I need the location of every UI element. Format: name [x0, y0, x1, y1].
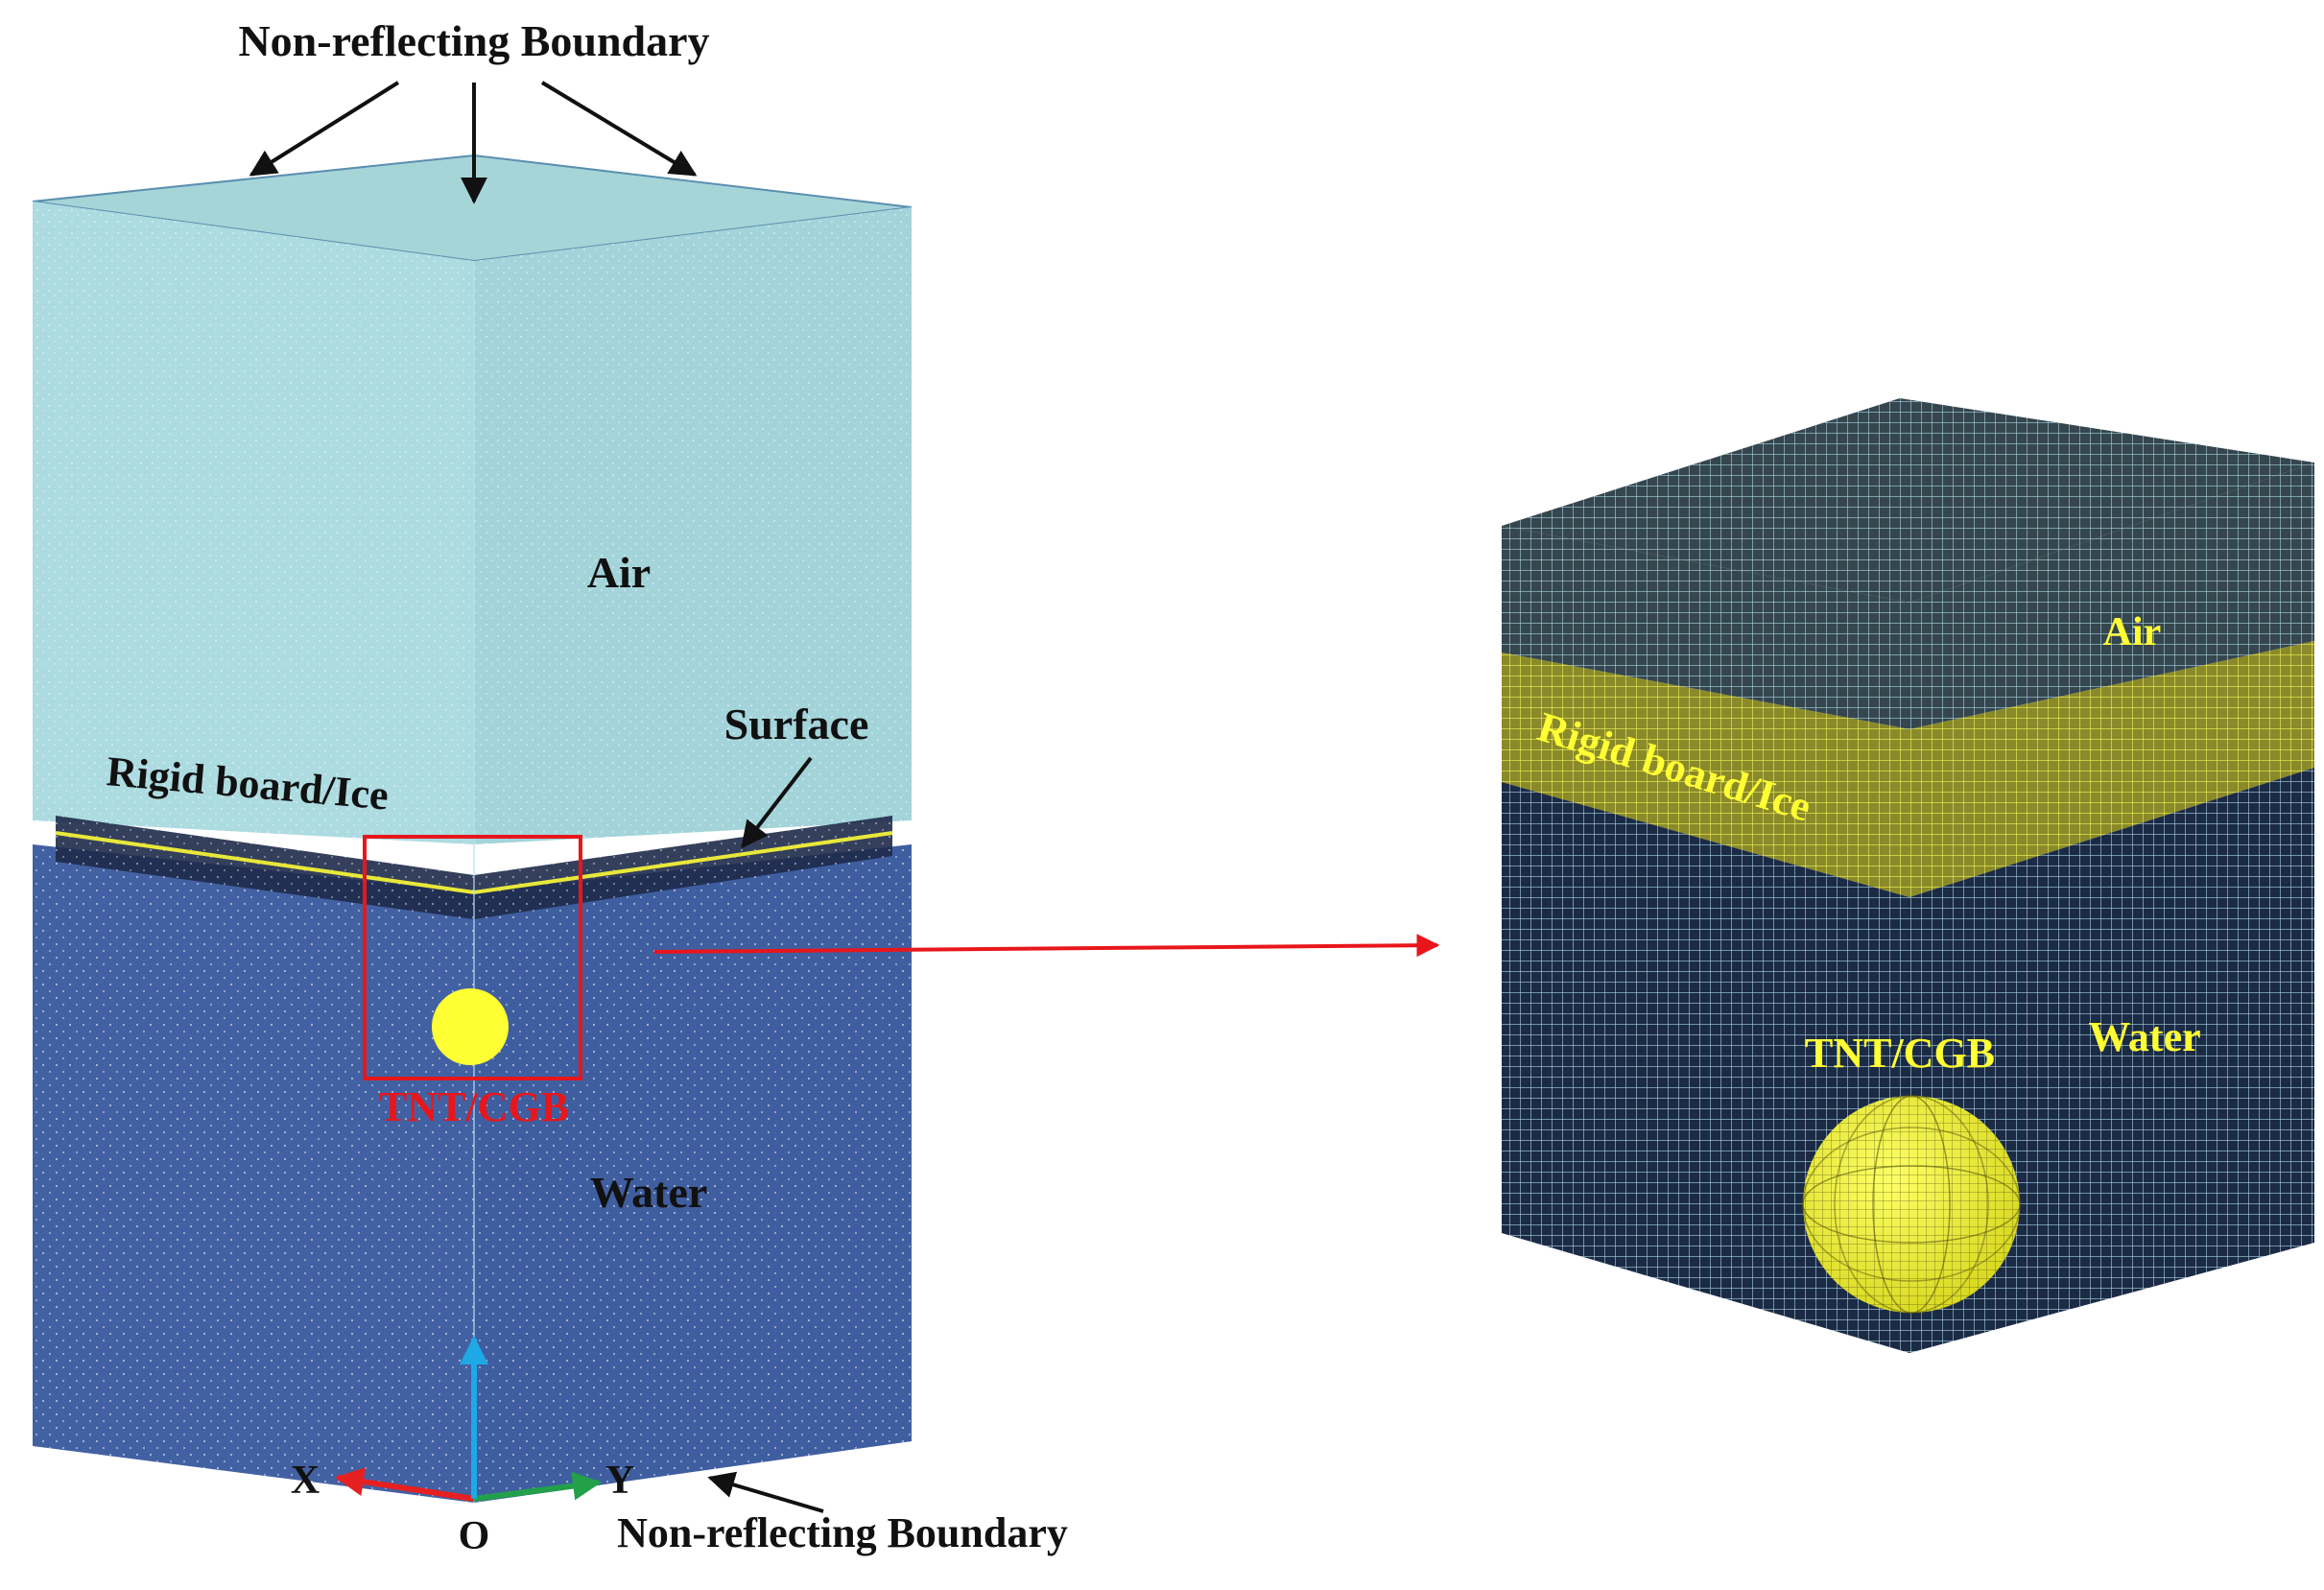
top-boundary-arrows [249, 81, 698, 204]
zoom-connector-arrow [653, 934, 1440, 958]
label-left-air: Air [587, 548, 651, 597]
label-bottom-boundary: Non-reflecting Boundary [617, 1509, 1068, 1556]
label-left-water: Water [590, 1168, 708, 1217]
tnt-charge-sphere [432, 988, 509, 1065]
surface-arrow [741, 756, 813, 849]
coordinate-axes [335, 1336, 602, 1502]
label-right-charge: TNT/CGB [1805, 1030, 1995, 1077]
label-axis-x: X [291, 1459, 320, 1503]
axis-y-arrow [473, 1471, 602, 1502]
axis-x-arrow [335, 1467, 475, 1502]
label-left-charge: TNT/CGB [379, 1083, 569, 1130]
label-axis-y: Y [605, 1459, 634, 1503]
label-top-boundary: Non-reflecting Boundary [238, 16, 709, 65]
label-left-surface: Surface [724, 700, 869, 748]
label-axis-origin: O [459, 1514, 490, 1558]
label-right-air: Air [2103, 610, 2162, 654]
bottom-boundary-arrow [707, 1471, 824, 1513]
label-right-water: Water [2088, 1013, 2200, 1060]
zoom-box [363, 835, 582, 1080]
right-zoom-model [1502, 398, 2314, 1353]
zoom-tnt-sphere [1802, 1095, 2021, 1314]
left-domain-model [32, 154, 913, 1503]
